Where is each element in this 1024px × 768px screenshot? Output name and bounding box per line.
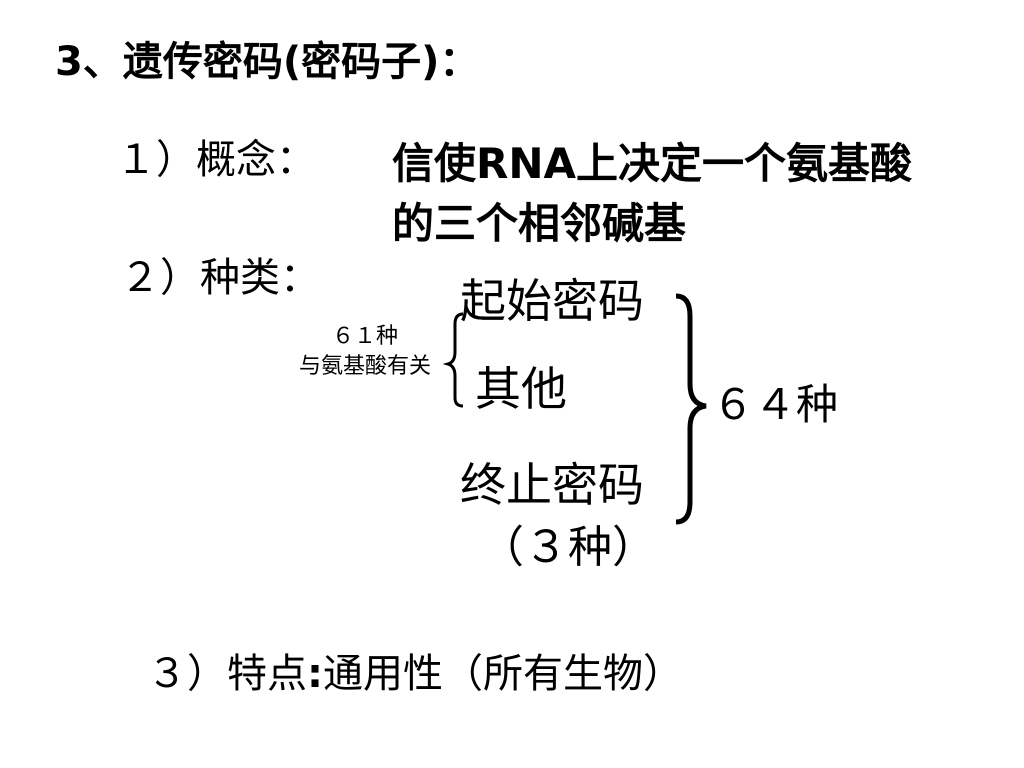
- concept-definition-line2: 的三个相邻碱基: [392, 199, 687, 248]
- features-label: ３）特点: [147, 651, 307, 697]
- concept-label: １）概念：: [116, 137, 316, 183]
- amino-acid-count: ６１种: [331, 324, 398, 349]
- large-right-brace: [675, 293, 707, 525]
- small-left-brace: [442, 312, 464, 408]
- features-colon: :: [307, 651, 323, 697]
- stop-codon-count: （３种）: [480, 522, 656, 573]
- types-label: ２）种类：: [120, 255, 320, 301]
- start-codon-label: 起始密码: [460, 274, 644, 328]
- other-codons-label: 其他: [475, 362, 567, 416]
- slide-title: 3、遗传密码(密码子)：: [55, 39, 480, 85]
- features-text: 通用性（所有生物）: [323, 651, 683, 697]
- stop-codon-label: 终止密码: [460, 458, 644, 512]
- concept-definition: 信使RNA上决定一个氨基酸 的三个相邻碱基: [392, 134, 912, 254]
- amino-acid-relation: 与氨基酸有关: [298, 354, 431, 379]
- codon-total: ６４种: [712, 380, 839, 429]
- concept-definition-line1: 信使RNA上决定一个氨基酸: [392, 139, 912, 188]
- features-row: ３）特点:通用性（所有生物）: [147, 654, 683, 694]
- amino-acid-note: ６１种 与氨基酸有关: [280, 322, 450, 382]
